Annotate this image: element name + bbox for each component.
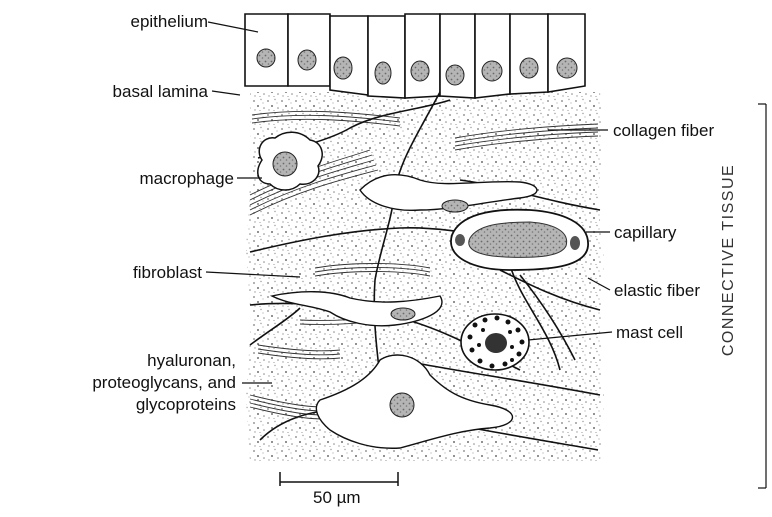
label-epithelium: epithelium xyxy=(131,11,209,32)
capillary-lumen xyxy=(469,222,567,257)
fibroblast-nucleus xyxy=(442,200,468,212)
scale-bar xyxy=(280,472,398,486)
label-fibroblast: fibroblast xyxy=(133,262,202,283)
label-scale-bar: 50 µm xyxy=(313,488,361,508)
label-collagen-fiber: collagen fiber xyxy=(613,120,714,141)
label-elastic-fiber: elastic fiber xyxy=(614,280,700,301)
label-connective-tissue: CONNECTIVE TISSUE xyxy=(720,120,738,400)
label-mast-cell: mast cell xyxy=(616,322,683,343)
fibroblast-lower-nucleus xyxy=(390,393,414,417)
macrophage-nucleus xyxy=(273,152,297,176)
label-hyaluronan: hyaluronan, proteoglycans, and glycoprot… xyxy=(92,350,236,416)
epithelium-layer xyxy=(245,14,585,98)
fibroblast-middle-nucleus xyxy=(391,308,415,320)
mast-cell-nucleus xyxy=(485,333,507,353)
connective-tissue-bracket xyxy=(758,104,766,488)
label-capillary: capillary xyxy=(614,222,676,243)
label-basal-lamina: basal lamina xyxy=(113,81,208,102)
label-macrophage: macrophage xyxy=(139,168,234,189)
